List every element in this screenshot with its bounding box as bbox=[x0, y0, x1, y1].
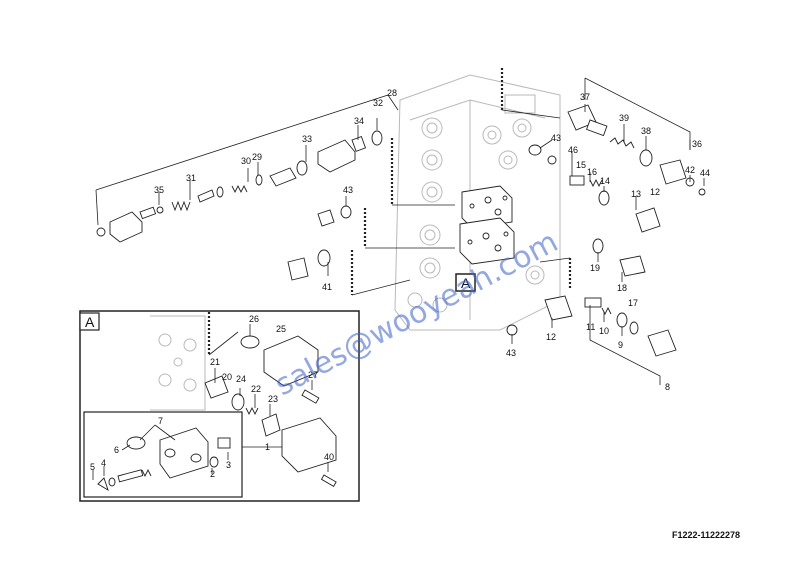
callout-7: 7 bbox=[158, 416, 163, 426]
callout-22: 22 bbox=[251, 384, 261, 394]
callout-30: 30 bbox=[241, 156, 251, 166]
callout-43-bottom: 43 bbox=[506, 348, 516, 358]
watermark-text: sales@wooyeah.com bbox=[269, 224, 563, 403]
callout-8: 8 bbox=[665, 382, 670, 392]
leader-lines bbox=[158, 104, 705, 385]
callout-36: 36 bbox=[692, 139, 702, 149]
callout-20: 20 bbox=[222, 372, 232, 382]
callout-26: 26 bbox=[249, 314, 259, 324]
callout-34: 34 bbox=[354, 116, 364, 126]
callout-27: 27 bbox=[308, 370, 318, 380]
callout-40: 40 bbox=[324, 452, 334, 462]
callout-1: 1 bbox=[265, 442, 270, 452]
callout-41: 41 bbox=[322, 282, 332, 292]
detail-housing-ghost bbox=[150, 315, 206, 411]
callout-33: 33 bbox=[302, 134, 312, 144]
callout-19: 19 bbox=[590, 263, 600, 273]
callout-23: 23 bbox=[268, 394, 278, 404]
callout-21: 21 bbox=[210, 357, 220, 367]
callout-16: 16 bbox=[587, 167, 597, 177]
sub-detail-box bbox=[83, 411, 243, 498]
valve-components-mid-right bbox=[506, 144, 677, 357]
plug-components-left bbox=[287, 205, 352, 281]
callout-10: 10 bbox=[599, 326, 609, 336]
figure-id: F1222-11222278 bbox=[672, 530, 740, 540]
callout-17: 17 bbox=[628, 298, 638, 308]
valve-housing bbox=[394, 74, 561, 331]
callout-43-top: 43 bbox=[551, 133, 561, 143]
detail-box-a-label: A bbox=[85, 314, 95, 330]
callout-18: 18 bbox=[617, 283, 627, 293]
callout-46: 46 bbox=[568, 145, 578, 155]
callout-5: 5 bbox=[90, 462, 95, 472]
callout-43-left: 43 bbox=[343, 185, 353, 195]
callout-32: 32 bbox=[373, 98, 383, 108]
sub-detail-components bbox=[92, 424, 231, 492]
callout-25: 25 bbox=[276, 324, 286, 334]
callout-13: 13 bbox=[631, 189, 641, 199]
callout-labels: 28 32 34 33 30 29 31 35 37 39 38 36 43 4… bbox=[90, 88, 710, 479]
callout-28: 28 bbox=[387, 88, 397, 98]
cover-plate-lower bbox=[459, 217, 515, 265]
callout-42: 42 bbox=[685, 165, 695, 175]
callout-6: 6 bbox=[114, 445, 119, 455]
callout-3: 3 bbox=[226, 460, 231, 470]
detail-marker-a bbox=[455, 273, 476, 292]
callout-24: 24 bbox=[236, 374, 246, 384]
callout-12-top: 12 bbox=[650, 187, 660, 197]
callout-44: 44 bbox=[700, 168, 710, 178]
callout-29: 29 bbox=[252, 152, 262, 162]
callout-15: 15 bbox=[576, 160, 586, 170]
callout-37: 37 bbox=[580, 92, 590, 102]
cover-plate-upper bbox=[461, 185, 513, 229]
detail-box-a bbox=[79, 310, 360, 502]
callout-38: 38 bbox=[641, 126, 651, 136]
callout-39: 39 bbox=[619, 113, 629, 123]
callout-2: 2 bbox=[210, 469, 215, 479]
detail-box-tag bbox=[79, 312, 100, 331]
callout-12-bottom: 12 bbox=[546, 332, 556, 342]
callout-14: 14 bbox=[600, 176, 610, 186]
callout-11: 11 bbox=[586, 322, 595, 332]
callout-31: 31 bbox=[186, 173, 196, 183]
callout-4: 4 bbox=[101, 458, 106, 468]
detail-components bbox=[204, 324, 337, 487]
detail-marker-a-label: A bbox=[461, 275, 471, 291]
callout-35: 35 bbox=[154, 185, 164, 195]
relief-valve-assembly-left bbox=[95, 94, 399, 243]
callout-9: 9 bbox=[618, 340, 623, 350]
